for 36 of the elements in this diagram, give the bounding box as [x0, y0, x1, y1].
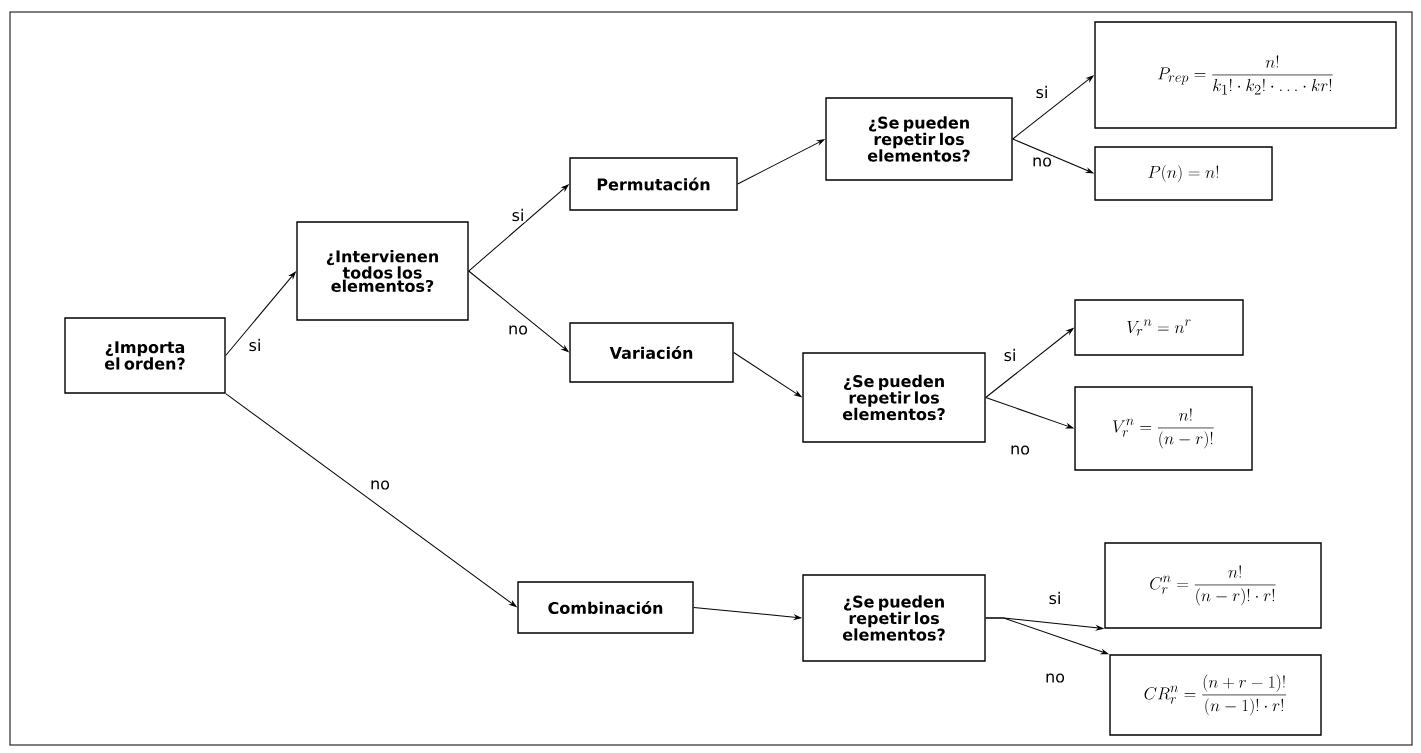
formula-box: $V_r{}^n = n^r$: [1074, 299, 1244, 356]
arrow: [468, 270, 569, 352]
decision-box: ¿Se pueden repetir los elementos?: [825, 97, 1013, 181]
decision-box: ¿Importa el orden?: [64, 317, 226, 394]
arrow: [985, 397, 1074, 429]
arrow: [733, 352, 802, 398]
edge-label: no: [1009, 444, 1031, 456]
formula-box: $CR_r^n = \frac{(n+r-1)!}{(n-1)!\cdot r!}$: [1109, 654, 1322, 736]
edge-label: no: [507, 324, 529, 336]
edge-label: si: [1034, 84, 1050, 100]
arrow: [693, 607, 802, 620]
arrow: [1012, 75, 1094, 140]
edge-label: no: [369, 479, 391, 491]
arrow: [985, 328, 1074, 398]
formula-box: $P_{rep} = \frac{n!}{k_1!\cdot k_2!\cdot \ldots \cdot kr!}$: [1094, 21, 1397, 129]
process-box: Variación: [569, 322, 734, 383]
arrow: [985, 617, 1109, 655]
process-box: Combinación: [517, 581, 694, 634]
decision-box: ¿Se pueden repetir los elementos?: [802, 574, 986, 662]
formula-box: $C_r^n = \frac{n!}{(n-r)!\cdot r!}$: [1104, 542, 1322, 629]
arrow: [737, 139, 825, 185]
arrow: [468, 184, 569, 272]
edge-label: no: [1031, 156, 1053, 168]
edge-label: si: [1047, 590, 1063, 606]
formula-box: $P(n) = n!$: [1094, 146, 1273, 201]
arrow: [1012, 138, 1094, 174]
edge-label: si: [247, 337, 263, 353]
arrow: [225, 271, 296, 356]
arrow: [225, 393, 517, 608]
process-box: Permutación: [569, 157, 738, 211]
formula-box: $V_r^n = \frac{n!}{(n-r)!}$: [1074, 386, 1253, 471]
edge-label: si: [510, 207, 526, 223]
decision-box: ¿Se pueden repetir los elementos?: [802, 352, 986, 443]
edge-label: no: [1044, 672, 1066, 684]
edge-label: si: [1002, 347, 1018, 363]
decision-box: ¿Intervienen todos los elementos?: [296, 221, 469, 321]
